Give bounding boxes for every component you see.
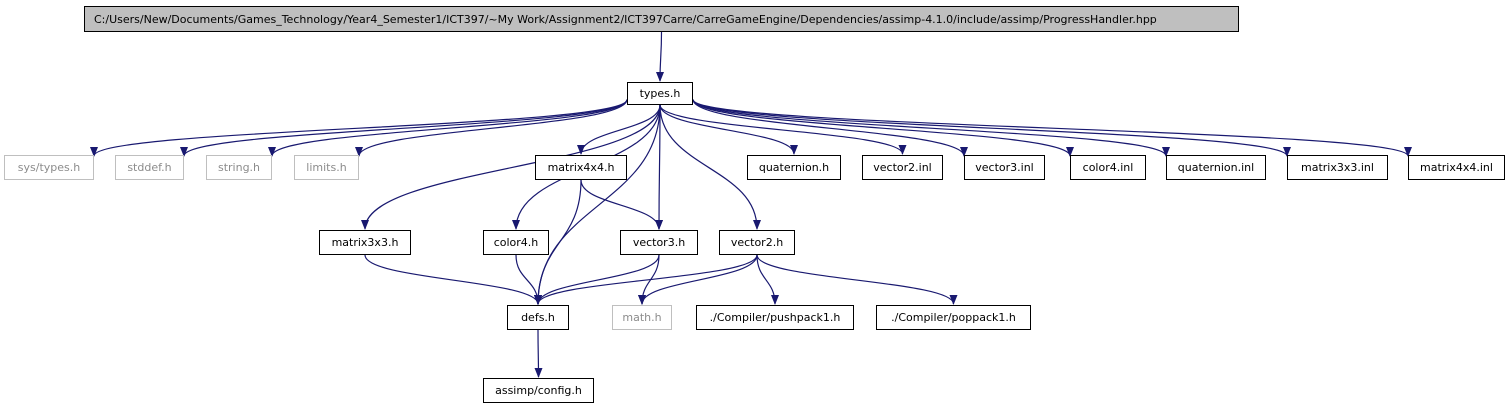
edge-root-to-types-h xyxy=(656,31,665,82)
edge-vector2-h-to-pushpack1-h xyxy=(756,254,779,305)
node-vector2-inl[interactable]: vector2.inl xyxy=(862,155,943,180)
edge-matrix4x4-h-to-vector3-h xyxy=(580,179,663,230)
edge-defs-h-to-config-h xyxy=(534,329,543,378)
edge-color4-h-to-defs-h xyxy=(515,254,542,305)
edge-matrix3x3-h-to-defs-h xyxy=(364,254,542,305)
node-matrix3x3-h[interactable]: matrix3x3.h xyxy=(319,230,411,255)
node-poppack1-h[interactable]: ./Compiler/poppack1.h xyxy=(876,305,1031,330)
edge-vector2-h-to-defs-h xyxy=(534,254,758,305)
edge-types-h-to-stddef-h xyxy=(180,99,628,157)
node-string-h[interactable]: string.h xyxy=(206,155,272,180)
node-matrix4x4-inl[interactable]: matrix4x4.inl xyxy=(1408,155,1505,180)
edge-types-h-to-sys-types-h xyxy=(90,99,628,157)
edge-types-h-to-vector2-h xyxy=(659,104,761,230)
edge-types-h-to-vector2-inl xyxy=(659,104,907,155)
node-vector3-h[interactable]: vector3.h xyxy=(620,230,698,255)
node-root[interactable]: C:/Users/New/Documents/Games_Technology/… xyxy=(84,6,1239,32)
node-defs-h[interactable]: defs.h xyxy=(507,305,569,330)
node-vector3-inl[interactable]: vector3.inl xyxy=(964,155,1045,180)
node-quaternion-h[interactable]: quaternion.h xyxy=(747,155,841,180)
edge-vector3-h-to-defs-h xyxy=(534,254,660,305)
node-math-h[interactable]: math.h xyxy=(612,305,672,330)
edge-types-h-to-matrix4x4-h xyxy=(577,104,661,155)
node-color4-inl[interactable]: color4.inl xyxy=(1070,155,1146,180)
edge-vector2-h-to-math-h xyxy=(638,254,758,305)
edge-types-h-to-matrix3x3-h xyxy=(361,104,661,230)
edge-types-h-to-matrix4x4-inl xyxy=(692,98,1412,157)
edge-types-h-to-quaternion-inl xyxy=(692,99,1170,157)
node-types-h[interactable]: types.h xyxy=(627,82,693,105)
node-pushpack1-h[interactable]: ./Compiler/pushpack1.h xyxy=(696,305,854,330)
node-sys-types-h[interactable]: sys/types.h xyxy=(4,155,94,180)
node-vector2-h[interactable]: vector2.h xyxy=(719,230,795,255)
edge-vector2-h-to-poppack1-h xyxy=(756,254,958,305)
node-matrix4x4-h[interactable]: matrix4x4.h xyxy=(535,155,627,180)
edge-types-h-to-string-h xyxy=(268,99,628,157)
node-quaternion-inl[interactable]: quaternion.inl xyxy=(1166,155,1266,180)
edge-types-h-to-limits-h xyxy=(355,99,628,157)
edge-types-h-to-vector3-h xyxy=(655,104,664,230)
edge-types-h-to-color4-inl xyxy=(692,99,1074,157)
edge-types-h-to-defs-h xyxy=(534,104,661,305)
edge-types-h-to-vector3-inl xyxy=(692,99,968,157)
node-limits-h[interactable]: limits.h xyxy=(294,155,359,180)
node-stddef-h[interactable]: stddef.h xyxy=(115,155,184,180)
edge-types-h-to-quaternion-h xyxy=(659,104,798,155)
edge-types-h-to-matrix3x3-inl xyxy=(692,98,1291,157)
node-config-h[interactable]: assimp/config.h xyxy=(483,378,594,403)
node-color4-h[interactable]: color4.h xyxy=(483,230,549,255)
node-matrix3x3-inl[interactable]: matrix3x3.inl xyxy=(1287,155,1388,180)
edge-matrix4x4-h-to-defs-h xyxy=(534,179,582,305)
